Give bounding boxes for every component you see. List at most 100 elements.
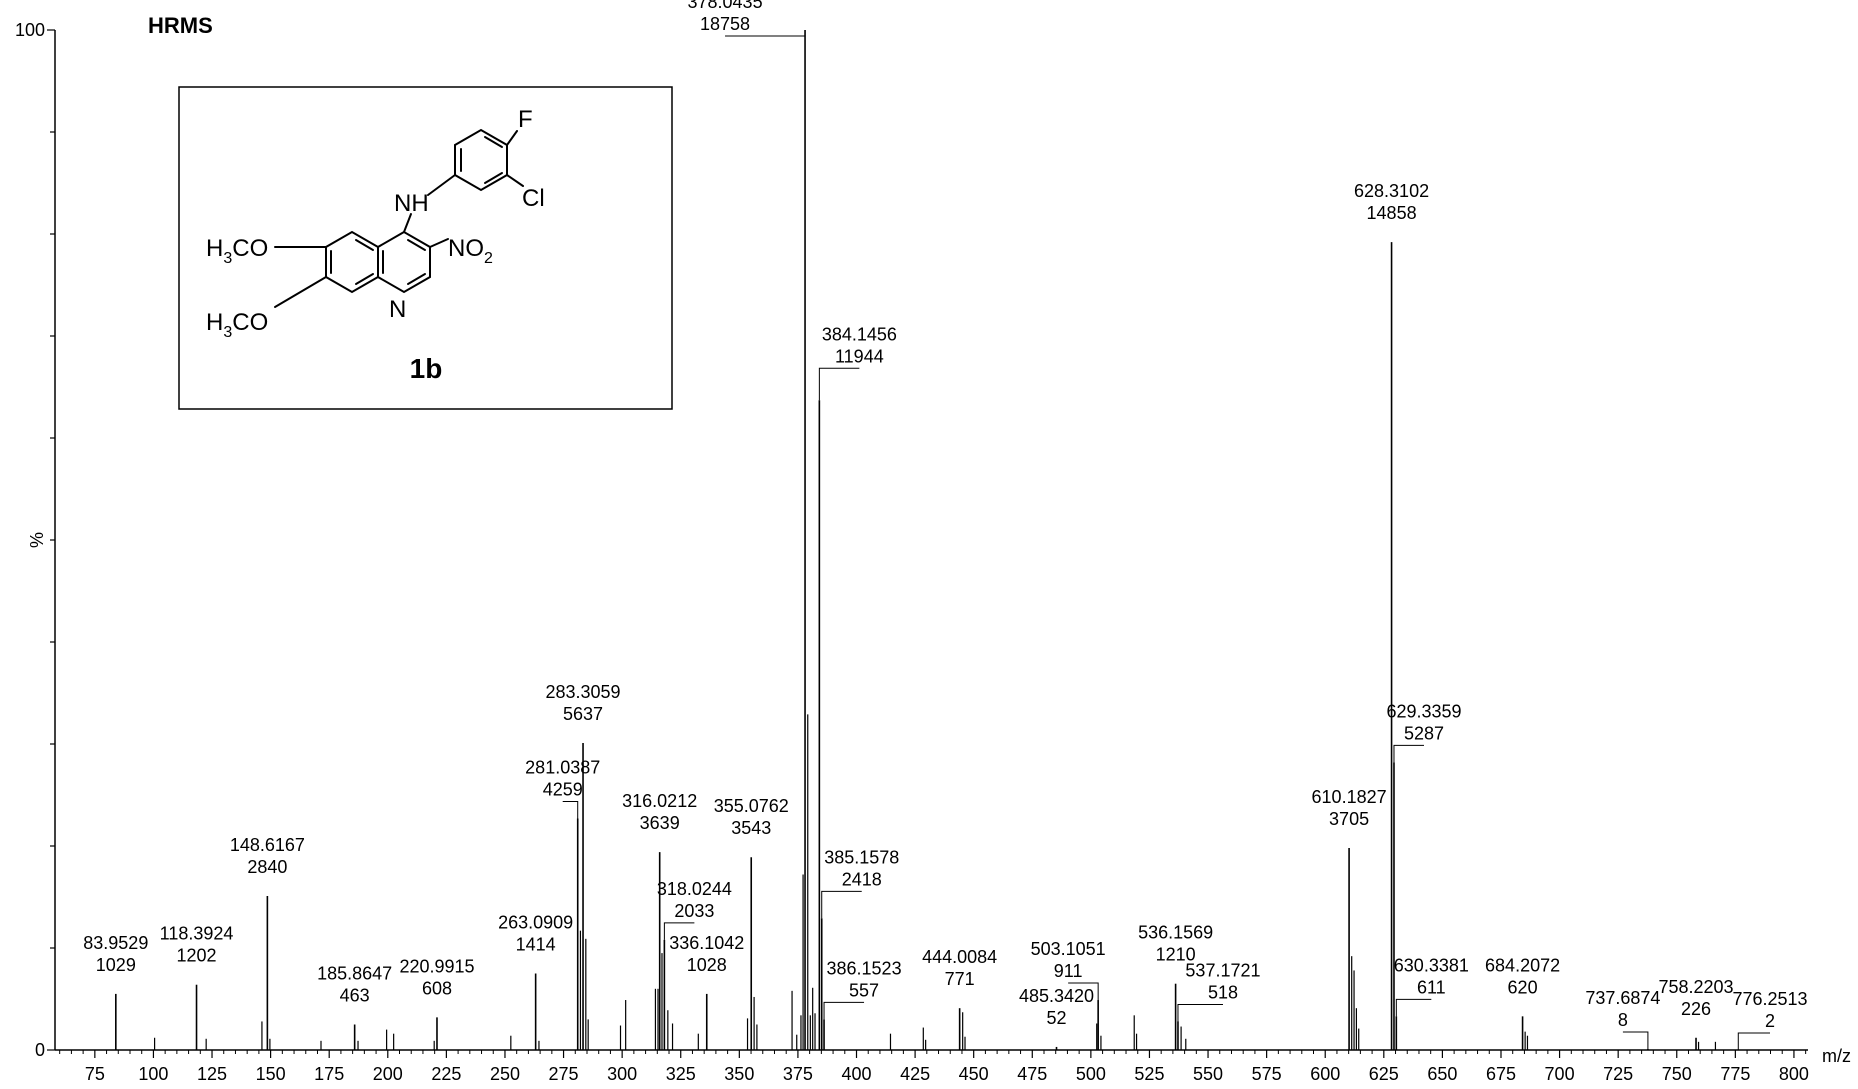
- peak-mz-label-1: 118.3924: [160, 924, 234, 944]
- peak-intensity-label-1: 1202: [177, 946, 217, 966]
- peak-intensity-label-15: 557: [849, 980, 879, 1000]
- chloro-label: Cl: [522, 185, 545, 212]
- x-tick-label-23: 650: [1427, 1064, 1457, 1084]
- peak-leader-12: [725, 30, 806, 37]
- peak-mz-label-24: 630.3381: [1394, 955, 1469, 975]
- peak-leader-13: [818, 367, 860, 401]
- methoxy-bottom-h: H: [206, 309, 223, 336]
- axes-layer: [54, 30, 1808, 1051]
- peak-intensity-label-28: 2: [1765, 1011, 1775, 1031]
- peak-intensity-label-26: 8: [1618, 1010, 1628, 1030]
- x-tick-label-7: 250: [490, 1064, 520, 1084]
- peak-mz-label-10: 336.1042: [669, 933, 744, 953]
- peak-mz-label-25: 684.2072: [1485, 955, 1560, 975]
- peak-intensity-label-18: 911: [1054, 961, 1083, 981]
- x-tick-label-22: 625: [1369, 1064, 1399, 1084]
- peak-mz-label-13: 384.1456: [822, 324, 897, 344]
- peak-intensity-label-17: 52: [1046, 1008, 1066, 1028]
- peak-mz-label-18: 503.1051: [1031, 939, 1106, 959]
- fluoro-label: F: [518, 106, 533, 133]
- peak-intensity-label-9: 2033: [674, 901, 714, 921]
- amine-label: NH: [394, 190, 429, 217]
- x-tick-label-4: 175: [314, 1064, 344, 1084]
- peak-intensity-label-4: 608: [422, 978, 452, 998]
- peak-intensity-label-11: 3543: [731, 818, 771, 838]
- peak-intensity-label-25: 620: [1508, 977, 1538, 997]
- x-tick-label-25: 700: [1545, 1064, 1575, 1084]
- peak-intensity-label-2: 2840: [247, 857, 287, 877]
- peak-intensity-label-8: 3639: [640, 813, 680, 833]
- peak-mz-label-7: 283.3059: [545, 682, 620, 702]
- peak-leader-9: [663, 922, 695, 940]
- chart-title: HRMS: [148, 13, 213, 38]
- methoxy-top-subscript: 3: [223, 250, 232, 267]
- molecule-bonds: [274, 128, 524, 308]
- peak-mz-label-2: 148.6167: [230, 835, 305, 855]
- x-tick-label-9: 300: [607, 1064, 637, 1084]
- peak-intensity-label-24: 611: [1417, 977, 1446, 997]
- peak-leader-14: [821, 890, 862, 919]
- peak-intensity-label-6: 4259: [543, 779, 583, 799]
- peak-intensity-label-3: 463: [340, 986, 370, 1006]
- peak-mz-label-5: 263.0909: [498, 913, 573, 933]
- x-tick-label-27: 750: [1662, 1064, 1692, 1084]
- peak-intensity-label-0: 1029: [96, 955, 136, 975]
- peak-intensity-label-7: 5637: [563, 704, 603, 724]
- peak-mz-label-0: 83.9529: [83, 933, 148, 953]
- peak-mz-label-23: 629.3359: [1386, 701, 1461, 721]
- x-tick-label-10: 325: [666, 1064, 696, 1084]
- x-tick-label-0: 75: [85, 1064, 105, 1084]
- y-tick-label-0: 0: [35, 1040, 45, 1060]
- peak-leader-26: [1622, 1031, 1649, 1049]
- methoxy-label-bottom: H3CO: [206, 309, 268, 341]
- x-tick-label-12: 375: [783, 1064, 813, 1084]
- methoxy-top-rest: CO: [232, 235, 268, 262]
- x-tick-label-14: 425: [900, 1064, 930, 1084]
- x-tick-label-5: 200: [373, 1064, 403, 1084]
- x-tick-label-24: 675: [1486, 1064, 1516, 1084]
- peak-intensity-label-13: 11944: [835, 346, 884, 366]
- peak-intensity-label-20: 518: [1208, 982, 1238, 1002]
- compound-id-label: 1b: [410, 353, 443, 384]
- x-tick-label-15: 450: [959, 1064, 989, 1084]
- x-axis-label: m/z: [1822, 1046, 1851, 1066]
- peak-intensity-label-23: 5287: [1404, 723, 1444, 743]
- peak-mz-label-14: 385.1578: [824, 847, 899, 867]
- peak-mz-label-8: 316.0212: [622, 791, 697, 811]
- peak-mz-label-17: 485.3420: [1019, 986, 1094, 1006]
- peak-mz-label-26: 737.6874: [1585, 988, 1660, 1008]
- peak-mz-label-15: 386.1523: [827, 958, 902, 978]
- x-tick-label-3: 150: [256, 1064, 286, 1084]
- peak-mz-label-6: 281.0387: [525, 757, 600, 777]
- peak-intensity-label-16: 771: [945, 969, 975, 989]
- x-tick-label-2: 125: [197, 1064, 227, 1084]
- methoxy-top-h: H: [206, 235, 223, 262]
- y-tick-label-1: 100: [15, 20, 45, 40]
- peak-mz-label-28: 776.2513: [1732, 989, 1807, 1009]
- peak-mz-label-21: 610.1827: [1312, 787, 1387, 807]
- peak-mz-label-16: 444.0084: [922, 947, 997, 967]
- peak-leader-15: [823, 1001, 865, 1020]
- peak-intensity-label-27: 226: [1681, 999, 1711, 1019]
- x-tick-label-8: 275: [549, 1064, 579, 1084]
- x-tick-label-17: 500: [1076, 1064, 1106, 1084]
- peak-intensity-label-19: 1210: [1156, 945, 1196, 965]
- peak-mz-label-22: 628.3102: [1354, 181, 1429, 201]
- x-tick-label-16: 475: [1017, 1064, 1047, 1084]
- peak-leader-18: [1068, 982, 1099, 1001]
- methoxy-bottom-rest: CO: [232, 309, 268, 336]
- x-tick-label-13: 400: [841, 1064, 871, 1084]
- peak-intensity-label-22: 14858: [1367, 203, 1417, 223]
- structure-frame: [178, 86, 673, 410]
- peak-mz-label-3: 185.8647: [317, 964, 392, 984]
- x-tick-label-29: 800: [1779, 1064, 1809, 1084]
- annotated-peaks-layer: [115, 30, 1697, 1050]
- minor-peaks-layer: [154, 714, 1717, 1050]
- peak-mz-label-9: 318.0244: [657, 879, 732, 899]
- peak-mz-label-11: 355.0762: [714, 796, 789, 816]
- x-tick-label-18: 525: [1134, 1064, 1164, 1084]
- y-axis-label: %: [27, 532, 47, 548]
- nitro-label-prefix: NO: [448, 235, 484, 262]
- structure-inset: F Cl NH N NO2 H3CO H3CO 1b: [178, 86, 673, 410]
